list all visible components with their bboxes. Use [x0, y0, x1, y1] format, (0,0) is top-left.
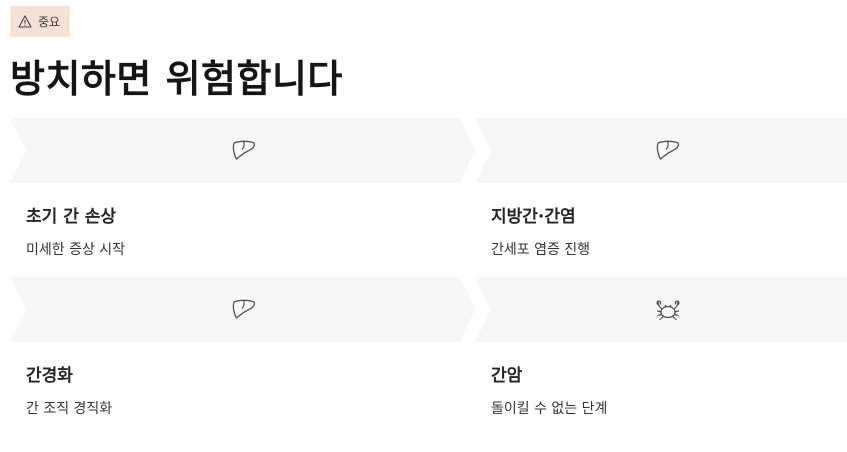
stage-card-early-damage: 초기 간 손상 미세한 증상 시작	[10, 118, 475, 258]
stage-name: 지방간·간염	[491, 207, 576, 227]
stage-description: 돌이킬 수 없는 단계	[491, 401, 608, 417]
stage-name: 간경화	[26, 366, 73, 386]
stage-chevron	[475, 277, 847, 342]
importance-badge: 중요	[10, 6, 71, 37]
stage-card-fatty-liver-hepatitis: 지방간·간염 간세포 염증 진행	[475, 118, 847, 258]
liver-icon	[232, 140, 256, 160]
stage-description: 간세포 염증 진행	[491, 242, 591, 258]
badge-label: 중요	[38, 15, 61, 29]
stage-description: 미세한 증상 시작	[26, 242, 126, 258]
stage-chevron	[10, 277, 475, 342]
stage-name: 초기 간 손상	[26, 207, 117, 227]
stage-card-liver-cancer: 간암 돌이킬 수 없는 단계	[475, 277, 847, 417]
stage-card-cirrhosis: 간경화 간 조직 경직화	[10, 277, 475, 417]
crab-icon	[656, 299, 680, 320]
stage-description: 간 조직 경직화	[26, 401, 113, 417]
warning-triangle-icon	[18, 15, 32, 28]
stage-chevron	[10, 118, 475, 183]
liver-icon	[232, 299, 256, 319]
stage-chevron	[475, 118, 847, 183]
liver-icon	[656, 140, 680, 160]
stage-name: 간암	[491, 366, 523, 386]
page-title: 방치하면 위험합니다	[10, 57, 343, 101]
